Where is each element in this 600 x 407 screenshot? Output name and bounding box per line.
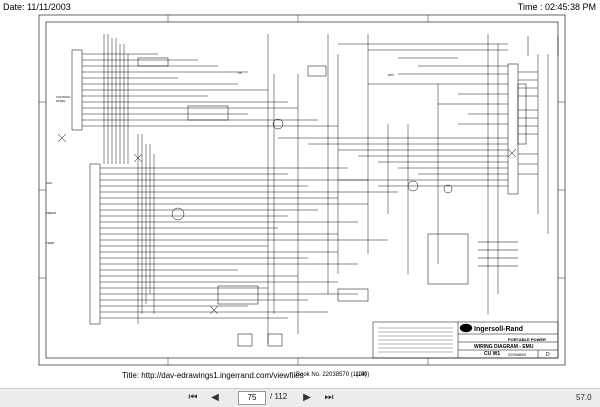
last-page-icon[interactable]: ⏭ [324,392,334,403]
brand-name: Ingersoll-Rand [474,326,523,333]
page-number-input[interactable]: 75 [238,391,266,405]
svg-text:TEMP: TEMP [46,241,54,245]
zoom-level[interactable]: 57.0 [576,393,592,402]
svg-text:CHK: CHK [46,181,52,185]
svg-text:PANEL: PANEL [56,99,66,103]
print-date: Date: 11/11/2003 [3,2,71,12]
division-name: PORTABLE POWER [508,337,546,342]
first-page-icon[interactable]: ⏮ [188,392,198,403]
diagram-title: WIRING DIAGRAM - EMU [474,344,534,350]
page-total: / 112 [270,392,288,401]
print-header: Date: 11/11/2003 Time : 02:45:38 PM [0,0,600,14]
next-page-icon[interactable]: ▶ [303,392,311,403]
viewer-toolbar: ⏮ ◀ 75 / 112 ▶ ⏭ 57.0 [0,388,600,407]
footer-sheet-ref: (14) [356,372,367,378]
footer-book-number: Book No. 22038570 (11/00) [296,372,370,378]
prev-page-icon[interactable]: ◀ [211,392,219,403]
diagram-sub: CU W1 [484,351,500,357]
revision: D [546,352,550,358]
svg-text:CONTROL: CONTROL [56,95,71,99]
footer-title-url: Title: http://dav-edrawings1.ingerrand.c… [122,371,304,380]
part-number: 22094650 [508,352,527,357]
print-time: Time : 02:45:38 PM [517,2,596,12]
svg-text:XP: XP [238,71,242,75]
svg-text:DPV: DPV [388,73,394,77]
svg-text:PRESS: PRESS [46,211,56,215]
